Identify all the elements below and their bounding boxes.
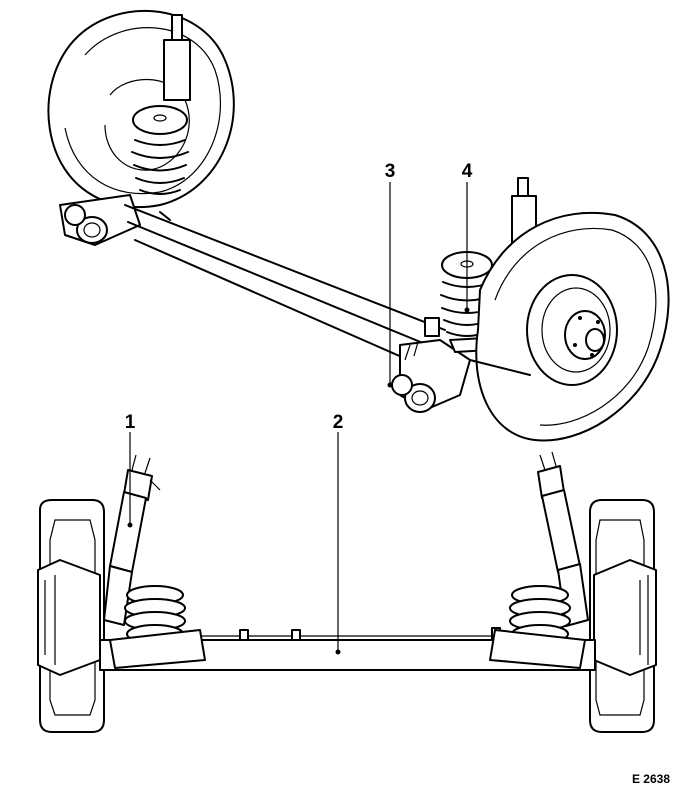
rear-axle-perspective-view (47, 9, 670, 442)
left-shock-rear-view (103, 454, 161, 626)
callout-2-label: 2 (333, 412, 344, 433)
right-tyre-rear-view (589, 499, 657, 733)
left-bushing (59, 194, 141, 246)
right-wheel-perspective (475, 211, 670, 442)
left-tyre-rear-view (37, 499, 105, 733)
callout-leaders (127, 182, 470, 655)
left-shock-top (163, 14, 191, 101)
callout-1-label: 1 (125, 412, 136, 433)
rear-axle-rear-view (37, 451, 657, 733)
right-shock-rear-view (537, 451, 589, 627)
right-bushing (391, 317, 471, 413)
beam-to-hub-line (469, 359, 531, 376)
figure-reference: E 2638 (632, 772, 670, 786)
callout-3-label: 3 (385, 161, 396, 182)
right-spring-rear-view (489, 585, 586, 669)
left-coil-spring (131, 105, 189, 195)
axle-beam-perspective (124, 204, 446, 366)
left-spring-rear-view (109, 585, 206, 669)
callout-4-label: 4 (462, 161, 473, 182)
